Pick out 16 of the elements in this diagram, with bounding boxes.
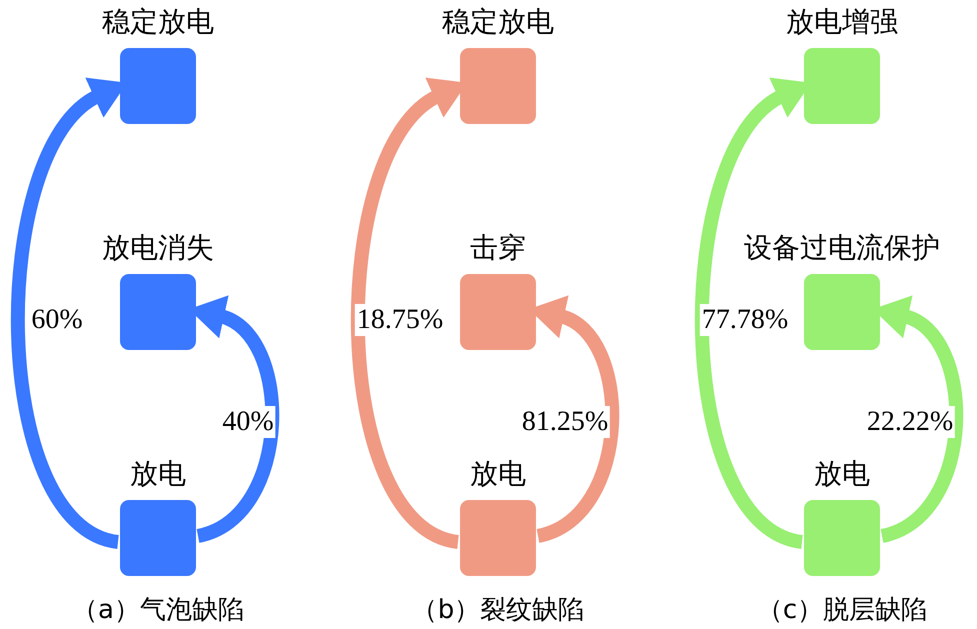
node-heading: 放电消失 — [102, 230, 214, 266]
panel-caption: （b）裂纹缺陷 — [412, 594, 584, 627]
node-heading: 稳定放电 — [442, 4, 554, 40]
panel-caption: （c）脱层缺陷 — [756, 594, 928, 627]
panel-caption: （a）气泡缺陷 — [72, 594, 244, 627]
node-heading: 放电增强 — [786, 4, 898, 40]
edge-label: 40% — [220, 406, 276, 438]
node-heading: 稳定放电 — [102, 4, 214, 40]
node-heading: 放电 — [814, 456, 870, 492]
edge-label: 77.78% — [700, 304, 790, 336]
node-heading: 放电 — [470, 456, 526, 492]
edge-label: 81.25% — [520, 406, 610, 438]
node-heading: 放电 — [130, 456, 186, 492]
edge-label: 18.75% — [354, 304, 446, 336]
node-heading: 设备过电流保护 — [744, 230, 940, 266]
node-heading: 击穿 — [470, 230, 526, 266]
